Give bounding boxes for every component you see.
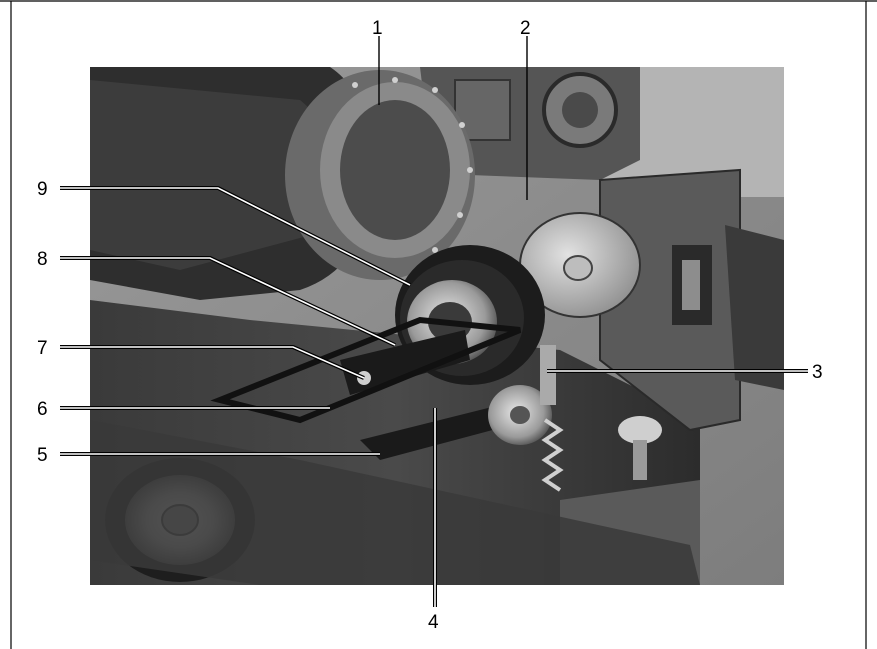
callout-9: 9: [37, 179, 48, 200]
callout-5: 5: [37, 445, 48, 466]
callout-4: 4: [428, 612, 439, 633]
callout-leaders: [60, 36, 808, 607]
machine-photo: [90, 67, 784, 585]
callout-2: 2: [520, 18, 531, 39]
callout-labels: 1 2 3 4 5 6 7 8 9: [37, 18, 823, 633]
callout-3: 3: [812, 362, 823, 383]
callout-1: 1: [372, 18, 383, 39]
callout-8: 8: [37, 249, 48, 270]
callout-6: 6: [37, 399, 48, 420]
callout-7: 7: [37, 338, 48, 359]
